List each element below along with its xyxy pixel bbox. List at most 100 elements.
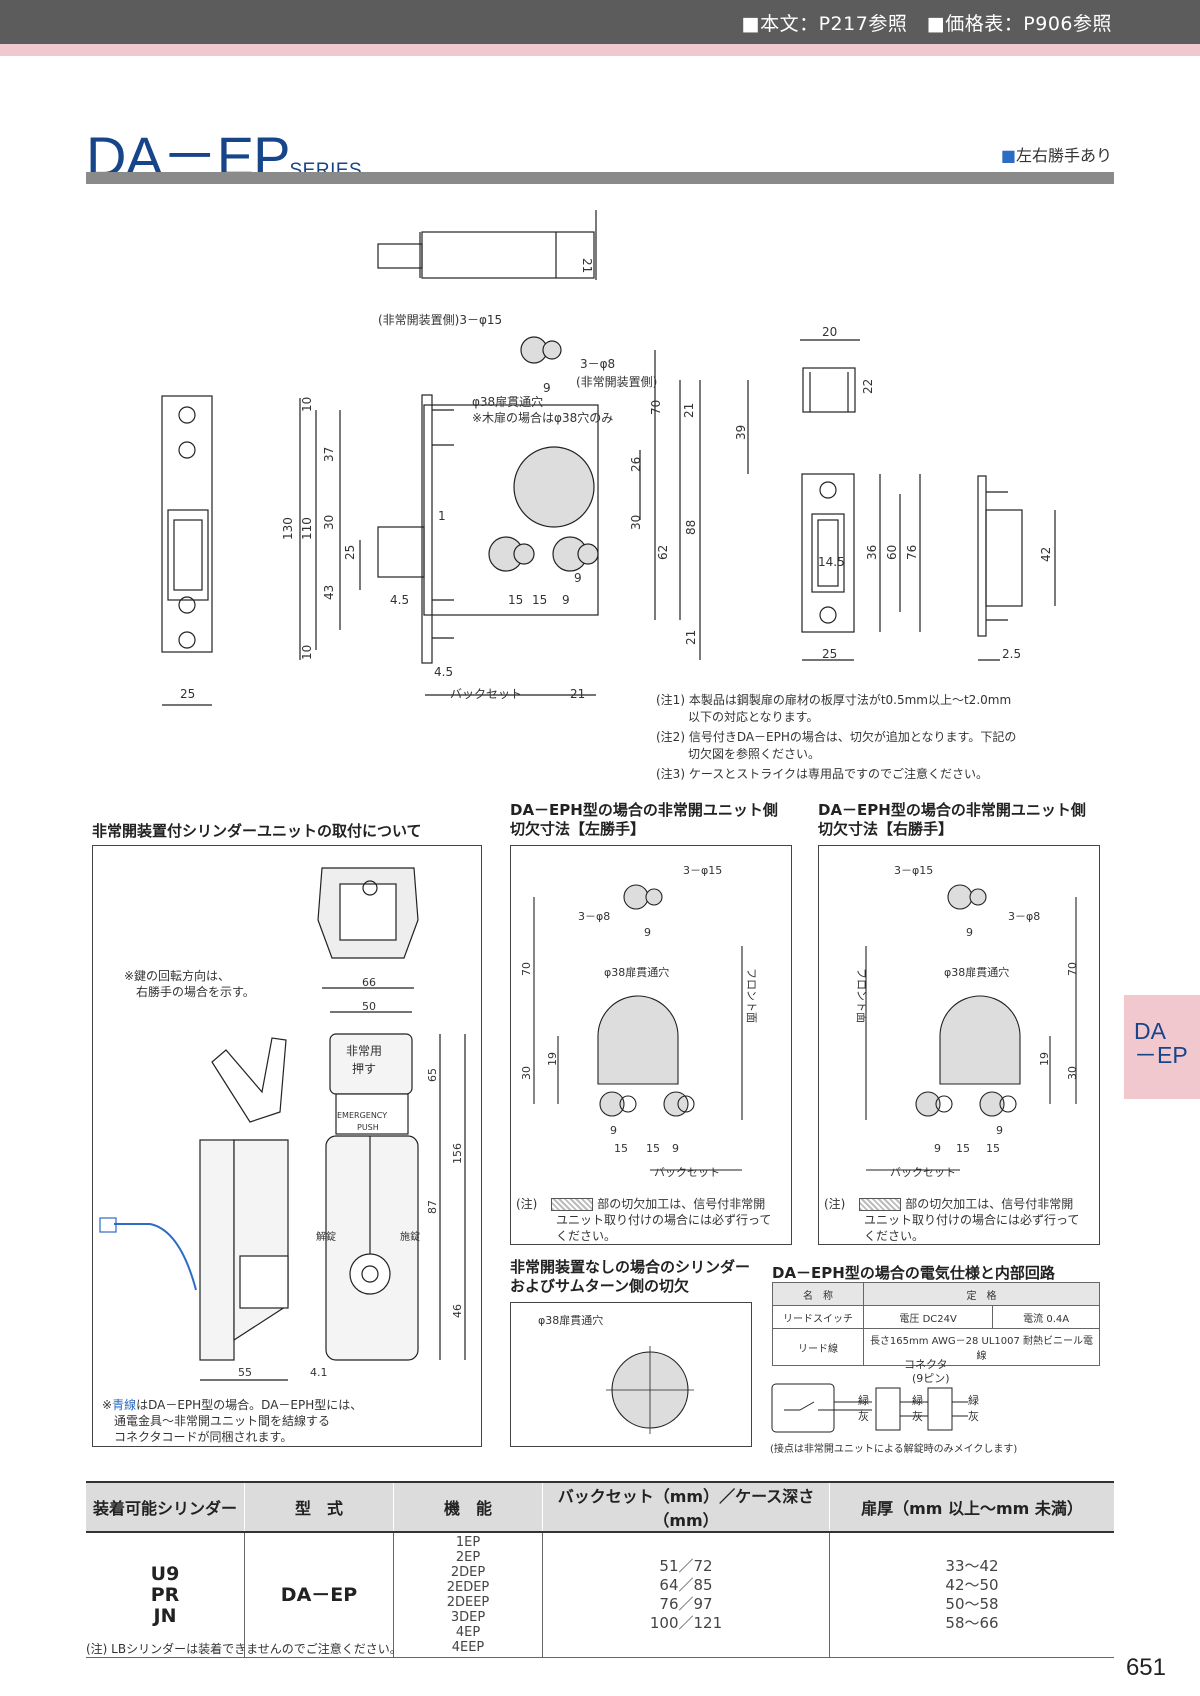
table-row: U9 PR JN DA－EP 1EP 2EP 2DEP 2EDEP 2DEEP … xyxy=(86,1532,1114,1658)
side-tab-line2: －EP xyxy=(1134,1042,1188,1068)
right-hole15: 3－φ15 xyxy=(894,864,933,877)
dim-9-hole: 9 xyxy=(574,571,582,585)
dim-42: 42 xyxy=(1039,547,1053,562)
lock-label: 施錠 xyxy=(400,1230,420,1243)
dim-88: 88 xyxy=(684,520,698,535)
right-dim-19: 19 xyxy=(1038,1052,1051,1066)
cell-model: DA－EP xyxy=(244,1532,394,1658)
note-2: (注2) 信号付きDA－EPHの場合は、切欠が追加となります。下記の 切欠図を参… xyxy=(656,730,1017,761)
cell-functions: 1EP 2EP 2DEP 2EDEP 2DEEP 3DEP 4EP 4EEP xyxy=(393,1532,543,1658)
dim-130: 130 xyxy=(281,517,295,540)
section-electric-title: DA－EPH型の場合の電気仕様と内部回路 xyxy=(772,1264,1055,1282)
dim-9-a: 15 xyxy=(508,593,523,607)
label-wood-door: ※木扉の場合はφ38穴のみ xyxy=(472,410,613,425)
dim-25: 25 xyxy=(343,545,357,560)
strike-top-view xyxy=(802,367,856,413)
dim-30: 30 xyxy=(322,515,336,530)
left-dim-9-top: 9 xyxy=(644,926,651,939)
label-phi8-side: (非常開装置側) xyxy=(576,375,657,389)
left-dim-19: 19 xyxy=(546,1052,559,1066)
col-cylinder: 装着可能シリンダー xyxy=(86,1481,245,1533)
right-dim-9-top: 9 xyxy=(966,926,973,939)
handedness-text: 左右勝手あり xyxy=(1015,146,1112,165)
left-dim-15-b: 15 xyxy=(646,1142,660,1155)
left-hole15: 3－φ15 xyxy=(683,864,722,877)
dim-70: 70 xyxy=(649,400,663,415)
dim-14-5: 14.5 xyxy=(818,555,845,569)
latch-bolt-body xyxy=(421,231,595,279)
left-dim-15-a: 15 xyxy=(614,1142,628,1155)
dim-9-top: 9 xyxy=(543,381,551,395)
hatch-swatch xyxy=(859,1198,902,1211)
left-backset: バックセット xyxy=(654,1166,720,1179)
rotation-note: ※鍵の回転方向は、 右勝手の場合を示す。 xyxy=(124,969,255,999)
side-index-tab[interactable]: DA －EP xyxy=(1124,995,1200,1099)
note-1: (注1) 本製品は鋼製扉の扉材の板厚寸法がt0.5mm以上～t2.0mm 以下の… xyxy=(656,693,1012,724)
dim-21-left: 4.5 xyxy=(390,593,409,607)
connector-pins: (9ピン) xyxy=(912,1372,950,1385)
right-dim-30: 30 xyxy=(1066,1066,1079,1080)
section-cylinder-title: 非常開装置付シリンダーユニットの取付について xyxy=(92,822,422,840)
section-no-emergency-box xyxy=(510,1302,752,1447)
strike-front xyxy=(801,473,855,633)
dim-4-1: 4.1 xyxy=(310,1366,328,1379)
dim-4-5: 4.5 xyxy=(434,665,453,679)
label-through-hole: φ38扉貫通穴 xyxy=(472,394,543,409)
emergency-push-1: EMERGENCY xyxy=(337,1111,387,1120)
dim-60: 60 xyxy=(885,545,899,560)
label-phi8: 3－φ8 xyxy=(580,357,615,371)
section-left-title: DA－EPH型の場合の非常開ユニット側 切欠寸法【左勝手】 xyxy=(510,801,778,838)
compatibility-table: 装着可能シリンダー 型 式 機 能 バックセット（mm）／ケース深さ（mm） 扉… xyxy=(86,1481,1114,1658)
label-backset: バックセット xyxy=(450,687,522,701)
dim-15-b: 9 xyxy=(562,593,570,607)
dim-10-top: 10 xyxy=(300,397,314,412)
dim-10-bottom: 10 xyxy=(300,645,314,660)
dim-21-bottom: 21 xyxy=(684,630,698,645)
dim-66: 66 xyxy=(362,976,376,989)
emergency-label-1: 非常用 xyxy=(346,1044,382,1058)
dim-21-backset: 21 xyxy=(570,687,585,701)
dim-87: 87 xyxy=(426,1200,439,1214)
wire-gray-2: 灰 xyxy=(912,1409,923,1423)
wire-green-1: 緑 xyxy=(858,1393,869,1407)
wire-green-3: 緑 xyxy=(968,1393,979,1407)
col-function: 機 能 xyxy=(393,1481,543,1533)
latch-cross-section xyxy=(377,526,425,578)
col-backset: バックセット（mm）／ケース深さ（mm） xyxy=(542,1481,830,1533)
page-reference: ■本文：P217参照 ■価格表：P906参照 xyxy=(741,13,1112,35)
right-dim-9-b: 9 xyxy=(934,1142,941,1155)
section-right-title: DA－EPH型の場合の非常開ユニット側 切欠寸法【右勝手】 xyxy=(818,801,1086,838)
dim-15-a: 15 xyxy=(532,593,547,607)
dim-30-right: 30 xyxy=(629,515,643,530)
dim-26: 26 xyxy=(629,457,643,472)
dim-39: 39 xyxy=(734,425,748,440)
dim-65: 65 xyxy=(426,1068,439,1082)
dim-21-right: 21 xyxy=(682,403,696,418)
dim-50: 50 xyxy=(362,1000,376,1013)
right-front: フロント面 xyxy=(855,968,868,1023)
label-emergency-holes: (非常開装置側)3－φ15 xyxy=(378,313,502,327)
front-plate xyxy=(161,395,213,653)
spec-row: リードスイッチ 電圧 DC24V 電流 0.4A xyxy=(772,1305,1100,1329)
emergency-label-2: 押す xyxy=(352,1062,376,1076)
through-hole-38 xyxy=(513,446,595,528)
cylinder-footnote: ※青線はDA－EPH型の場合。DA－EPH型には、 通電金具～非常開ユニット間を… xyxy=(102,1398,363,1444)
cell-door-thickness: 33～42 42～50 50～58 58～66 xyxy=(829,1532,1114,1658)
unlock-label: 解錠 xyxy=(316,1230,336,1243)
hatch-swatch xyxy=(551,1198,594,1211)
right-dim-15-a: 15 xyxy=(956,1142,970,1155)
dim-43: 43 xyxy=(322,585,336,600)
left-dim-70: 70 xyxy=(520,962,533,976)
emergency-push-2: PUSH xyxy=(357,1123,379,1132)
lock-body xyxy=(423,404,599,616)
left-through: φ38扉貫通穴 xyxy=(604,965,669,979)
dim-110: 110 xyxy=(300,517,314,540)
spec-row: リード線 長さ165mm AWG－28 UL1007 耐熱ビニール電線 xyxy=(772,1328,1100,1366)
left-front: フロント面 xyxy=(745,968,758,1023)
left-dim-30: 30 xyxy=(520,1066,533,1080)
dim-2-5: 2.5 xyxy=(1002,647,1021,661)
electric-spec-table: 名 称 定 格 リードスイッチ 電圧 DC24V 電流 0.4A リード線 長さ… xyxy=(772,1282,1100,1366)
